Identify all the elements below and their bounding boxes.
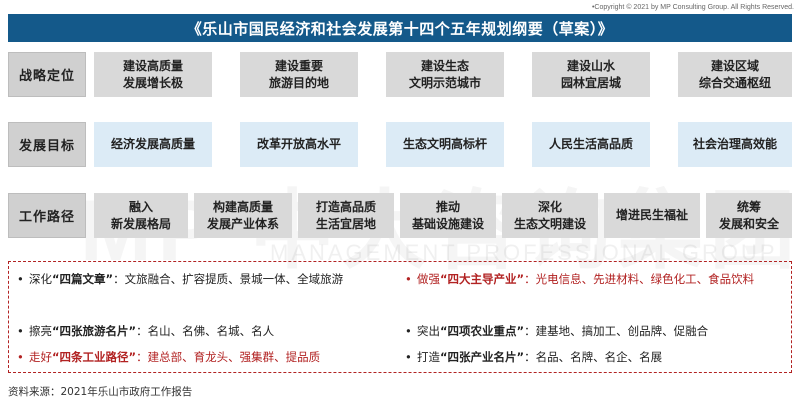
note-lead: 擦亮	[29, 324, 52, 338]
note-lead: 突出	[417, 324, 440, 338]
note-key: “四项农业重点”	[440, 324, 525, 338]
note-rest: ：建总部、育龙头、强集群、提品质	[136, 350, 321, 364]
path-cell: 融入 新发展格局	[94, 193, 188, 238]
goal-cell: 经济发展高质量	[94, 122, 212, 167]
strategy-row: 战略定位 建设高质量 发展增长极 建设重要 旅游目的地 建设生态 文明示范城市 …	[8, 52, 792, 97]
strategy-cell: 建设重要 旅游目的地	[240, 52, 358, 97]
note-key: “四张旅游名片”	[52, 324, 137, 338]
strategy-cell: 建设区域 综合交通枢纽	[678, 52, 792, 97]
strategy-cell: 建设高质量 发展增长极	[94, 52, 212, 97]
goal-cell: 人民生活高品质	[532, 122, 650, 167]
path-cell: 增进民生福祉	[604, 193, 700, 238]
bullet: •	[405, 324, 412, 338]
note-item: • 擦亮“四张旅游名片”：名山、名佛、名城、名人	[17, 322, 397, 341]
note-item: • 深化“四篇文章”：文旅融合、扩容提质、景城一体、全域旅游	[17, 270, 397, 289]
bullet: •	[405, 350, 412, 364]
strategy-cell: 建设山水 园林宜居城	[532, 52, 650, 97]
path-cell: 推动 基础设施建设	[400, 193, 496, 238]
strategy-label: 战略定位	[8, 52, 86, 97]
note-lead: 打造	[417, 350, 440, 364]
note-item: • 打造“四张产业名片”：名品、名牌、名企、名展	[405, 348, 785, 367]
note-key: “四大主导产业”	[440, 272, 525, 286]
page-title: 《乐山市国民经济和社会发展第十四个五年规划纲要（草案）》	[8, 14, 792, 42]
note-key: “四张产业名片”	[440, 350, 525, 364]
note-rest: ：建基地、搞加工、创品牌、促融合	[524, 324, 709, 338]
note-rest: ：名品、名牌、名企、名展	[524, 350, 663, 364]
source-note: 资料来源：2021年乐山市政府工作报告	[8, 386, 193, 398]
note-item: • 突出“四项农业重点”：建基地、搞加工、创品牌、促融合	[405, 322, 785, 341]
note-item: • 走好“四条工业路径”：建总部、育龙头、强集群、提品质	[17, 348, 397, 367]
bullet: •	[17, 350, 24, 364]
path-cell: 构建高质量 发展产业体系	[194, 193, 292, 238]
note-key: “四条工业路径”	[52, 350, 137, 364]
goal-cell: 社会治理高效能	[678, 122, 792, 167]
paths-row: 工作路径 融入 新发展格局 构建高质量 发展产业体系 打造高品质 生活宜居地 推…	[8, 193, 792, 238]
path-cell: 打造高品质 生活宜居地	[298, 193, 394, 238]
note-lead: 做强	[417, 272, 440, 286]
goal-cell: 生态文明高标杆	[386, 122, 504, 167]
note-rest: ：光电信息、先进材料、绿色化工、食品饮料	[524, 272, 755, 286]
path-cell: 统筹 发展和安全	[706, 193, 792, 238]
path-cell: 深化 生态文明建设	[502, 193, 598, 238]
goals-row: 发展目标 经济发展高质量 改革开放高水平 生态文明高标杆 人民生活高品质 社会治…	[8, 122, 792, 167]
bullet: •	[17, 272, 24, 286]
note-key: “四篇文章”	[52, 272, 114, 286]
copyright-notice: •Copyright © 2021 by MP Consulting Group…	[591, 4, 794, 11]
bullet: •	[17, 324, 24, 338]
goal-cell: 改革开放高水平	[240, 122, 358, 167]
note-item: • 做强“四大主导产业”：光电信息、先进材料、绿色化工、食品饮料	[405, 270, 785, 289]
strategy-cell: 建设生态 文明示范城市	[386, 52, 504, 97]
bullet: •	[405, 272, 412, 286]
notes-box: • 深化“四篇文章”：文旅融合、扩容提质、景城一体、全域旅游 • 擦亮“四张旅游…	[8, 261, 792, 373]
note-rest: ：名山、名佛、名城、名人	[136, 324, 275, 338]
note-rest: ：文旅融合、扩容提质、景城一体、全域旅游	[113, 272, 344, 286]
paths-label: 工作路径	[8, 193, 86, 238]
goals-label: 发展目标	[8, 122, 86, 167]
note-lead: 走好	[29, 350, 52, 364]
note-lead: 深化	[29, 272, 52, 286]
